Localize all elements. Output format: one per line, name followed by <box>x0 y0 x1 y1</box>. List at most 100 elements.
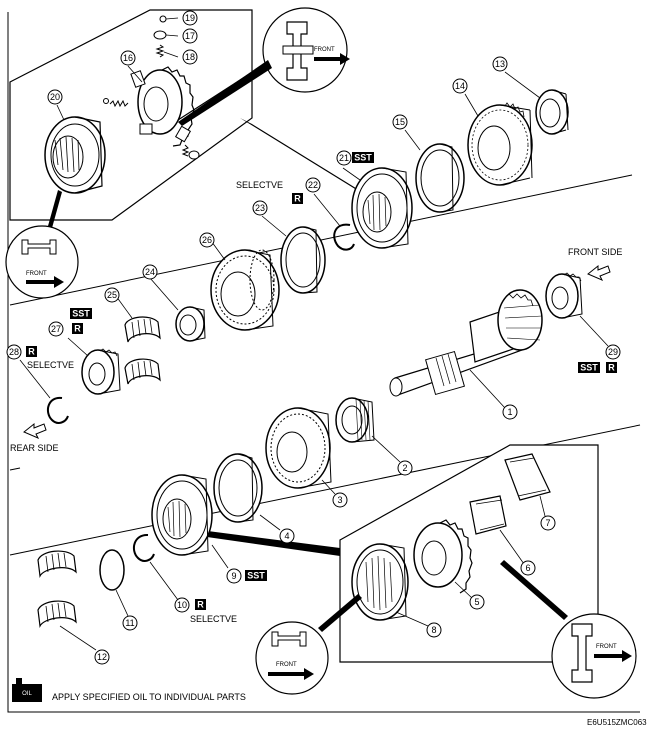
r-tag-10: R <box>195 599 206 610</box>
part-number-21: 21 <box>336 150 352 166</box>
svg-text:R: R <box>74 324 81 334</box>
front-label-bottom-left: FRONT <box>276 662 297 668</box>
leader-17 <box>165 34 179 37</box>
svg-text:18: 18 <box>185 52 195 62</box>
part-number-16: 16 <box>120 50 136 66</box>
inset-box-top <box>9 9 253 221</box>
front-label-left: FRONT <box>26 271 47 277</box>
front-side-label: FRONT SIDE <box>568 247 622 257</box>
part-number-10: 10 <box>174 597 190 613</box>
leader-2 <box>371 435 401 463</box>
selective-label-22: SELECTVE <box>236 180 283 190</box>
svg-text:5: 5 <box>474 597 479 607</box>
part-number-20: 20 <box>47 89 63 105</box>
svg-text:R: R <box>28 347 35 357</box>
part-8-hub <box>351 543 409 621</box>
part-number-12: 12 <box>94 649 110 665</box>
svg-text:11: 11 <box>125 618 134 628</box>
part-number-1: 1 <box>502 404 518 420</box>
svg-text:7: 7 <box>545 518 550 528</box>
part-15-ring <box>415 143 465 213</box>
part-number-6: 6 <box>520 560 536 576</box>
leader-24 <box>149 277 179 311</box>
orientation-circle-left: FRONT <box>5 225 79 299</box>
oil-icon: OIL <box>12 678 42 702</box>
inset-pointer-top <box>240 118 372 198</box>
selective-label-10: SELECTVE <box>190 614 237 624</box>
part-14-gear <box>467 102 533 186</box>
front-label-bottom-right: FRONT <box>596 644 617 650</box>
svg-text:14: 14 <box>455 81 465 91</box>
part-number-4: 4 <box>279 528 295 544</box>
svg-text:R: R <box>197 600 204 610</box>
part-5-sleeve <box>413 519 473 594</box>
part-24-ring <box>175 306 206 342</box>
leader-21 <box>342 167 361 181</box>
part-number-15: 15 <box>392 114 408 130</box>
leader-1 <box>469 369 506 409</box>
part-20-hub <box>44 116 106 194</box>
svg-text:23: 23 <box>255 203 265 213</box>
tags: SST R SST R R SST R SST R <box>26 152 617 610</box>
sst-tag-27: SST <box>70 308 92 319</box>
svg-text:19: 19 <box>185 13 195 23</box>
part-3-gear <box>265 407 332 489</box>
part-13-ring <box>535 89 569 135</box>
leader-28 <box>19 359 51 399</box>
part-number-7: 7 <box>540 515 556 531</box>
r-tag-28: R <box>26 346 37 357</box>
sst-tag-29: SST <box>578 362 600 373</box>
r-tag-27: R <box>72 323 83 334</box>
part-number-18: 18 <box>182 49 198 65</box>
leader-15 <box>404 129 421 151</box>
selective-label-28: SELECTVE <box>27 360 74 370</box>
leader-29 <box>579 315 609 347</box>
figure-code: E6U515ZMC063 <box>587 718 647 727</box>
part-28-snapring <box>46 396 69 424</box>
svg-text:9: 9 <box>231 571 236 581</box>
leader-3 <box>321 479 336 495</box>
leader-19 <box>165 17 179 20</box>
inset-pointer-bottom <box>200 530 340 556</box>
part-number-3: 3 <box>332 492 348 508</box>
svg-text:16: 16 <box>123 53 133 63</box>
leader-5 <box>454 581 473 599</box>
part-number-29: 29 <box>605 344 621 360</box>
part-10-snapring <box>132 533 155 562</box>
leader-14 <box>464 93 479 117</box>
pointer-orient-left <box>48 190 62 228</box>
svg-text:1: 1 <box>507 407 512 417</box>
part-number-13: 13 <box>492 56 508 72</box>
part-11-ring <box>99 549 125 591</box>
svg-text:10: 10 <box>177 600 187 610</box>
svg-text:22: 22 <box>308 180 318 190</box>
svg-text:8: 8 <box>431 625 436 635</box>
leader-8 <box>395 611 429 627</box>
sst-tag-9: SST <box>245 570 267 581</box>
part-21-hub <box>351 167 413 249</box>
part-number-2: 2 <box>397 460 413 476</box>
leader-18 <box>163 51 179 58</box>
part-1-shaft <box>389 289 543 397</box>
part-23-ring <box>280 226 326 294</box>
r-tag-22: R <box>292 193 303 204</box>
part-number-25: 25 <box>104 287 120 303</box>
svg-text:15: 15 <box>395 117 405 127</box>
svg-text:6: 6 <box>525 563 530 573</box>
part-number-27: 27 <box>48 321 64 337</box>
svg-text:25: 25 <box>107 290 117 300</box>
part-22-snapring <box>333 223 355 251</box>
leader-6 <box>499 529 525 565</box>
part-29-gear <box>545 272 583 319</box>
svg-text:R: R <box>608 363 615 373</box>
part-9-hub <box>151 474 213 556</box>
leader-16 <box>127 65 143 83</box>
pointer-orient-bottom-left <box>318 594 362 632</box>
part-number-24: 24 <box>142 264 158 280</box>
rear-side-label: REAR SIDE <box>10 443 59 453</box>
part-number-19: 19 <box>182 10 198 26</box>
svg-text:20: 20 <box>50 92 60 102</box>
svg-text:2: 2 <box>402 463 407 473</box>
part-number-9: 9 <box>226 568 242 584</box>
sst-tag-21: SST <box>352 152 374 163</box>
